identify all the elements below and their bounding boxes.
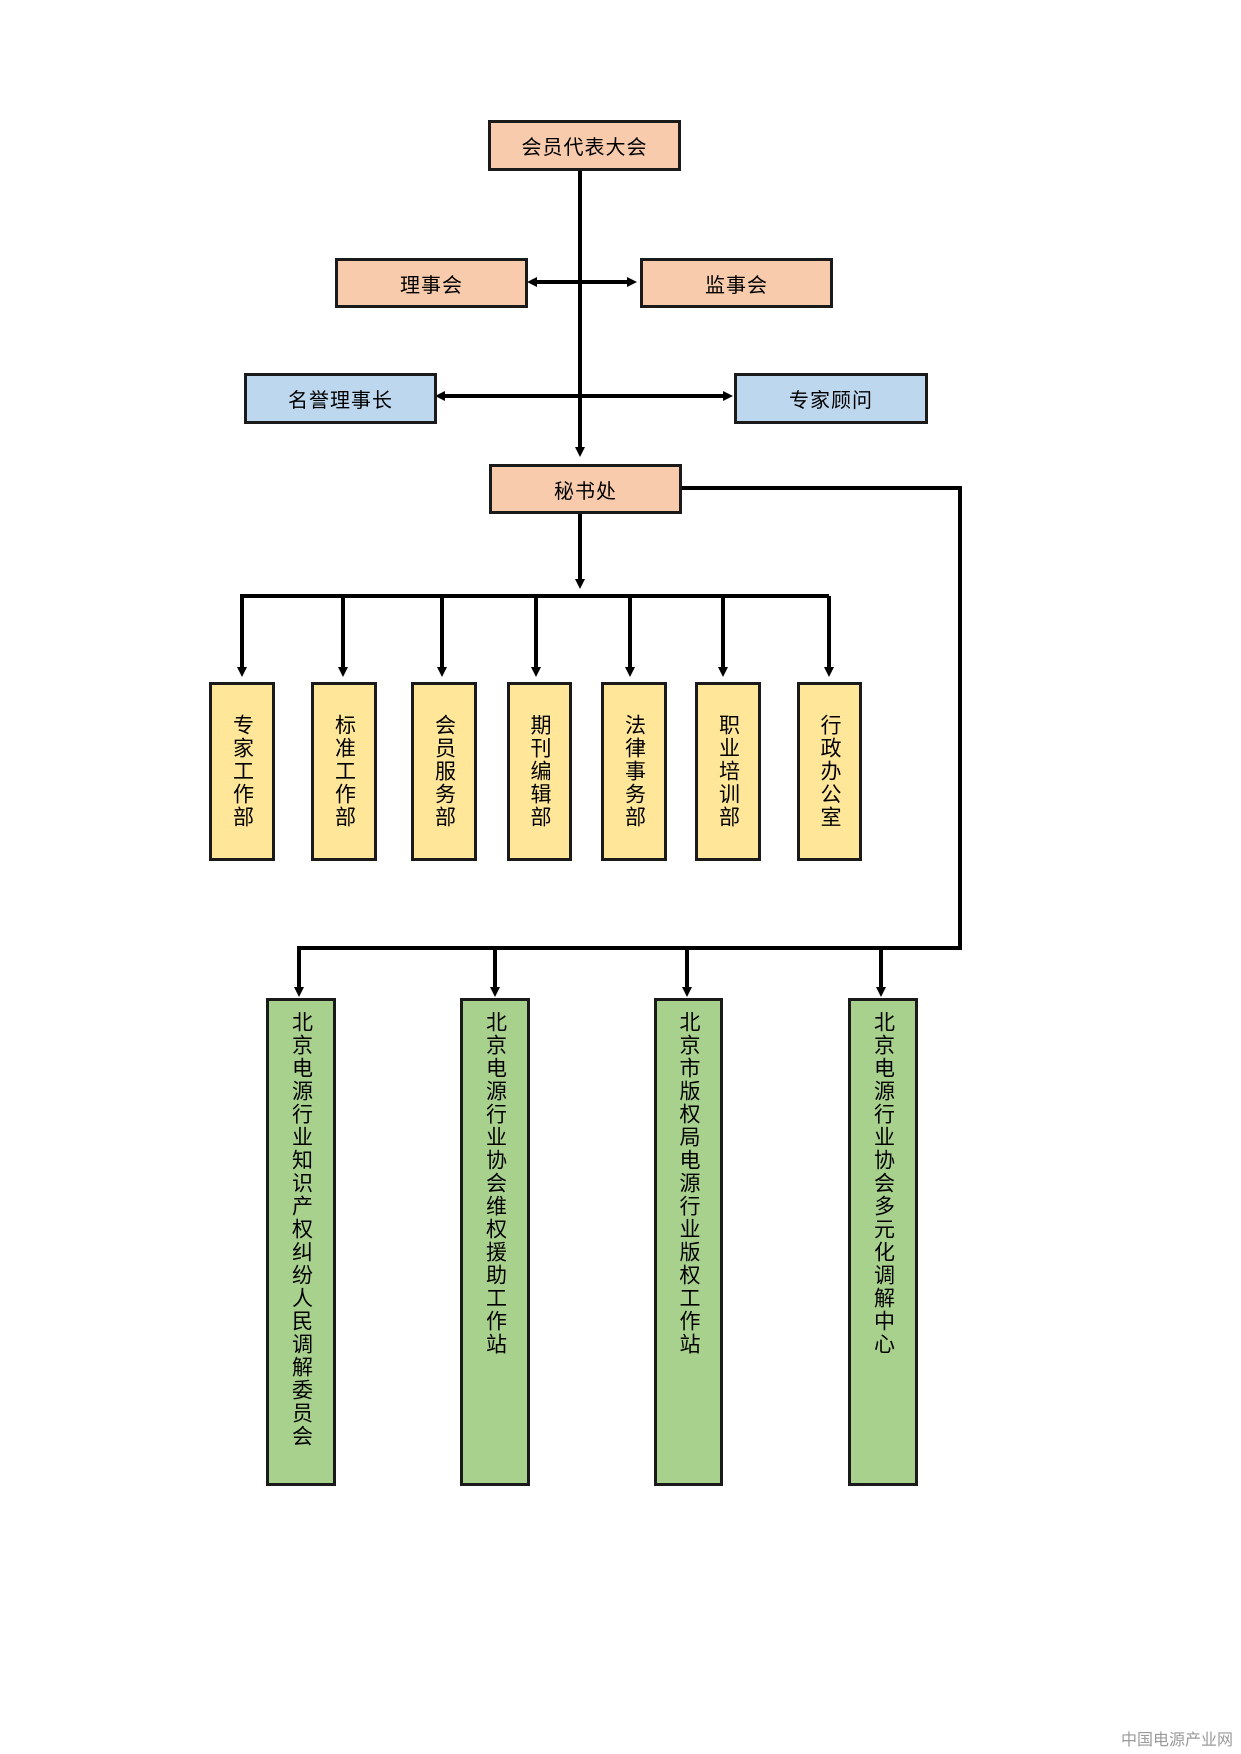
- council-box: 理事会: [335, 258, 528, 308]
- department-label: 专家工作部: [230, 714, 255, 829]
- member-assembly-label: 会员代表大会: [521, 135, 648, 159]
- station-label: 北京电源行业协会多元化调解中心: [871, 1011, 896, 1356]
- station-label: 北京电源行业知识产权纠纷人民调解委员会: [289, 1011, 314, 1448]
- department-box: 专家工作部: [209, 682, 275, 861]
- secretariat-label: 秘书处: [554, 478, 617, 503]
- council-label: 理事会: [400, 272, 463, 297]
- supervisors-box: 监事会: [640, 258, 833, 308]
- secretariat-box: 秘书处: [489, 464, 682, 514]
- department-box: 法律事务部: [601, 682, 667, 861]
- department-label: 期刊编辑部: [528, 714, 552, 829]
- department-label: 法律事务部: [622, 714, 647, 829]
- station-box: 北京电源行业知识产权纠纷人民调解委员会: [266, 998, 336, 1486]
- station-label: 北京电源行业协会维权援助工作站: [483, 1011, 508, 1356]
- expert-advisors-label: 专家顾问: [789, 388, 873, 412]
- department-label: 会员服务部: [432, 714, 457, 829]
- department-label: 标准工作部: [332, 714, 357, 829]
- department-box: 职业培训部: [695, 682, 761, 861]
- station-box: 北京市版权局电源行业版权工作站: [654, 998, 723, 1486]
- department-box: 期刊编辑部: [507, 682, 572, 861]
- department-box: 标准工作部: [311, 682, 377, 861]
- honorary-chairman-label: 名誉理事长: [288, 388, 393, 412]
- stations-feed-line: [297, 486, 962, 950]
- member-assembly-box: 会员代表大会: [488, 120, 681, 171]
- department-label: 职业培训部: [716, 714, 741, 829]
- watermark-text: 中国电源产业网: [1120, 1730, 1233, 1749]
- supervisors-label: 监事会: [705, 272, 768, 297]
- department-box: 行政办公室: [797, 682, 862, 861]
- station-box: 北京电源行业协会多元化调解中心: [848, 998, 918, 1486]
- department-label: 行政办公室: [818, 714, 842, 829]
- department-box: 会员服务部: [411, 682, 477, 861]
- honorary-chairman-box: 名誉理事长: [244, 373, 437, 424]
- station-label: 北京市版权局电源行业版权工作站: [677, 1011, 701, 1356]
- expert-advisors-box: 专家顾问: [734, 373, 928, 424]
- station-box: 北京电源行业协会维权援助工作站: [460, 998, 530, 1486]
